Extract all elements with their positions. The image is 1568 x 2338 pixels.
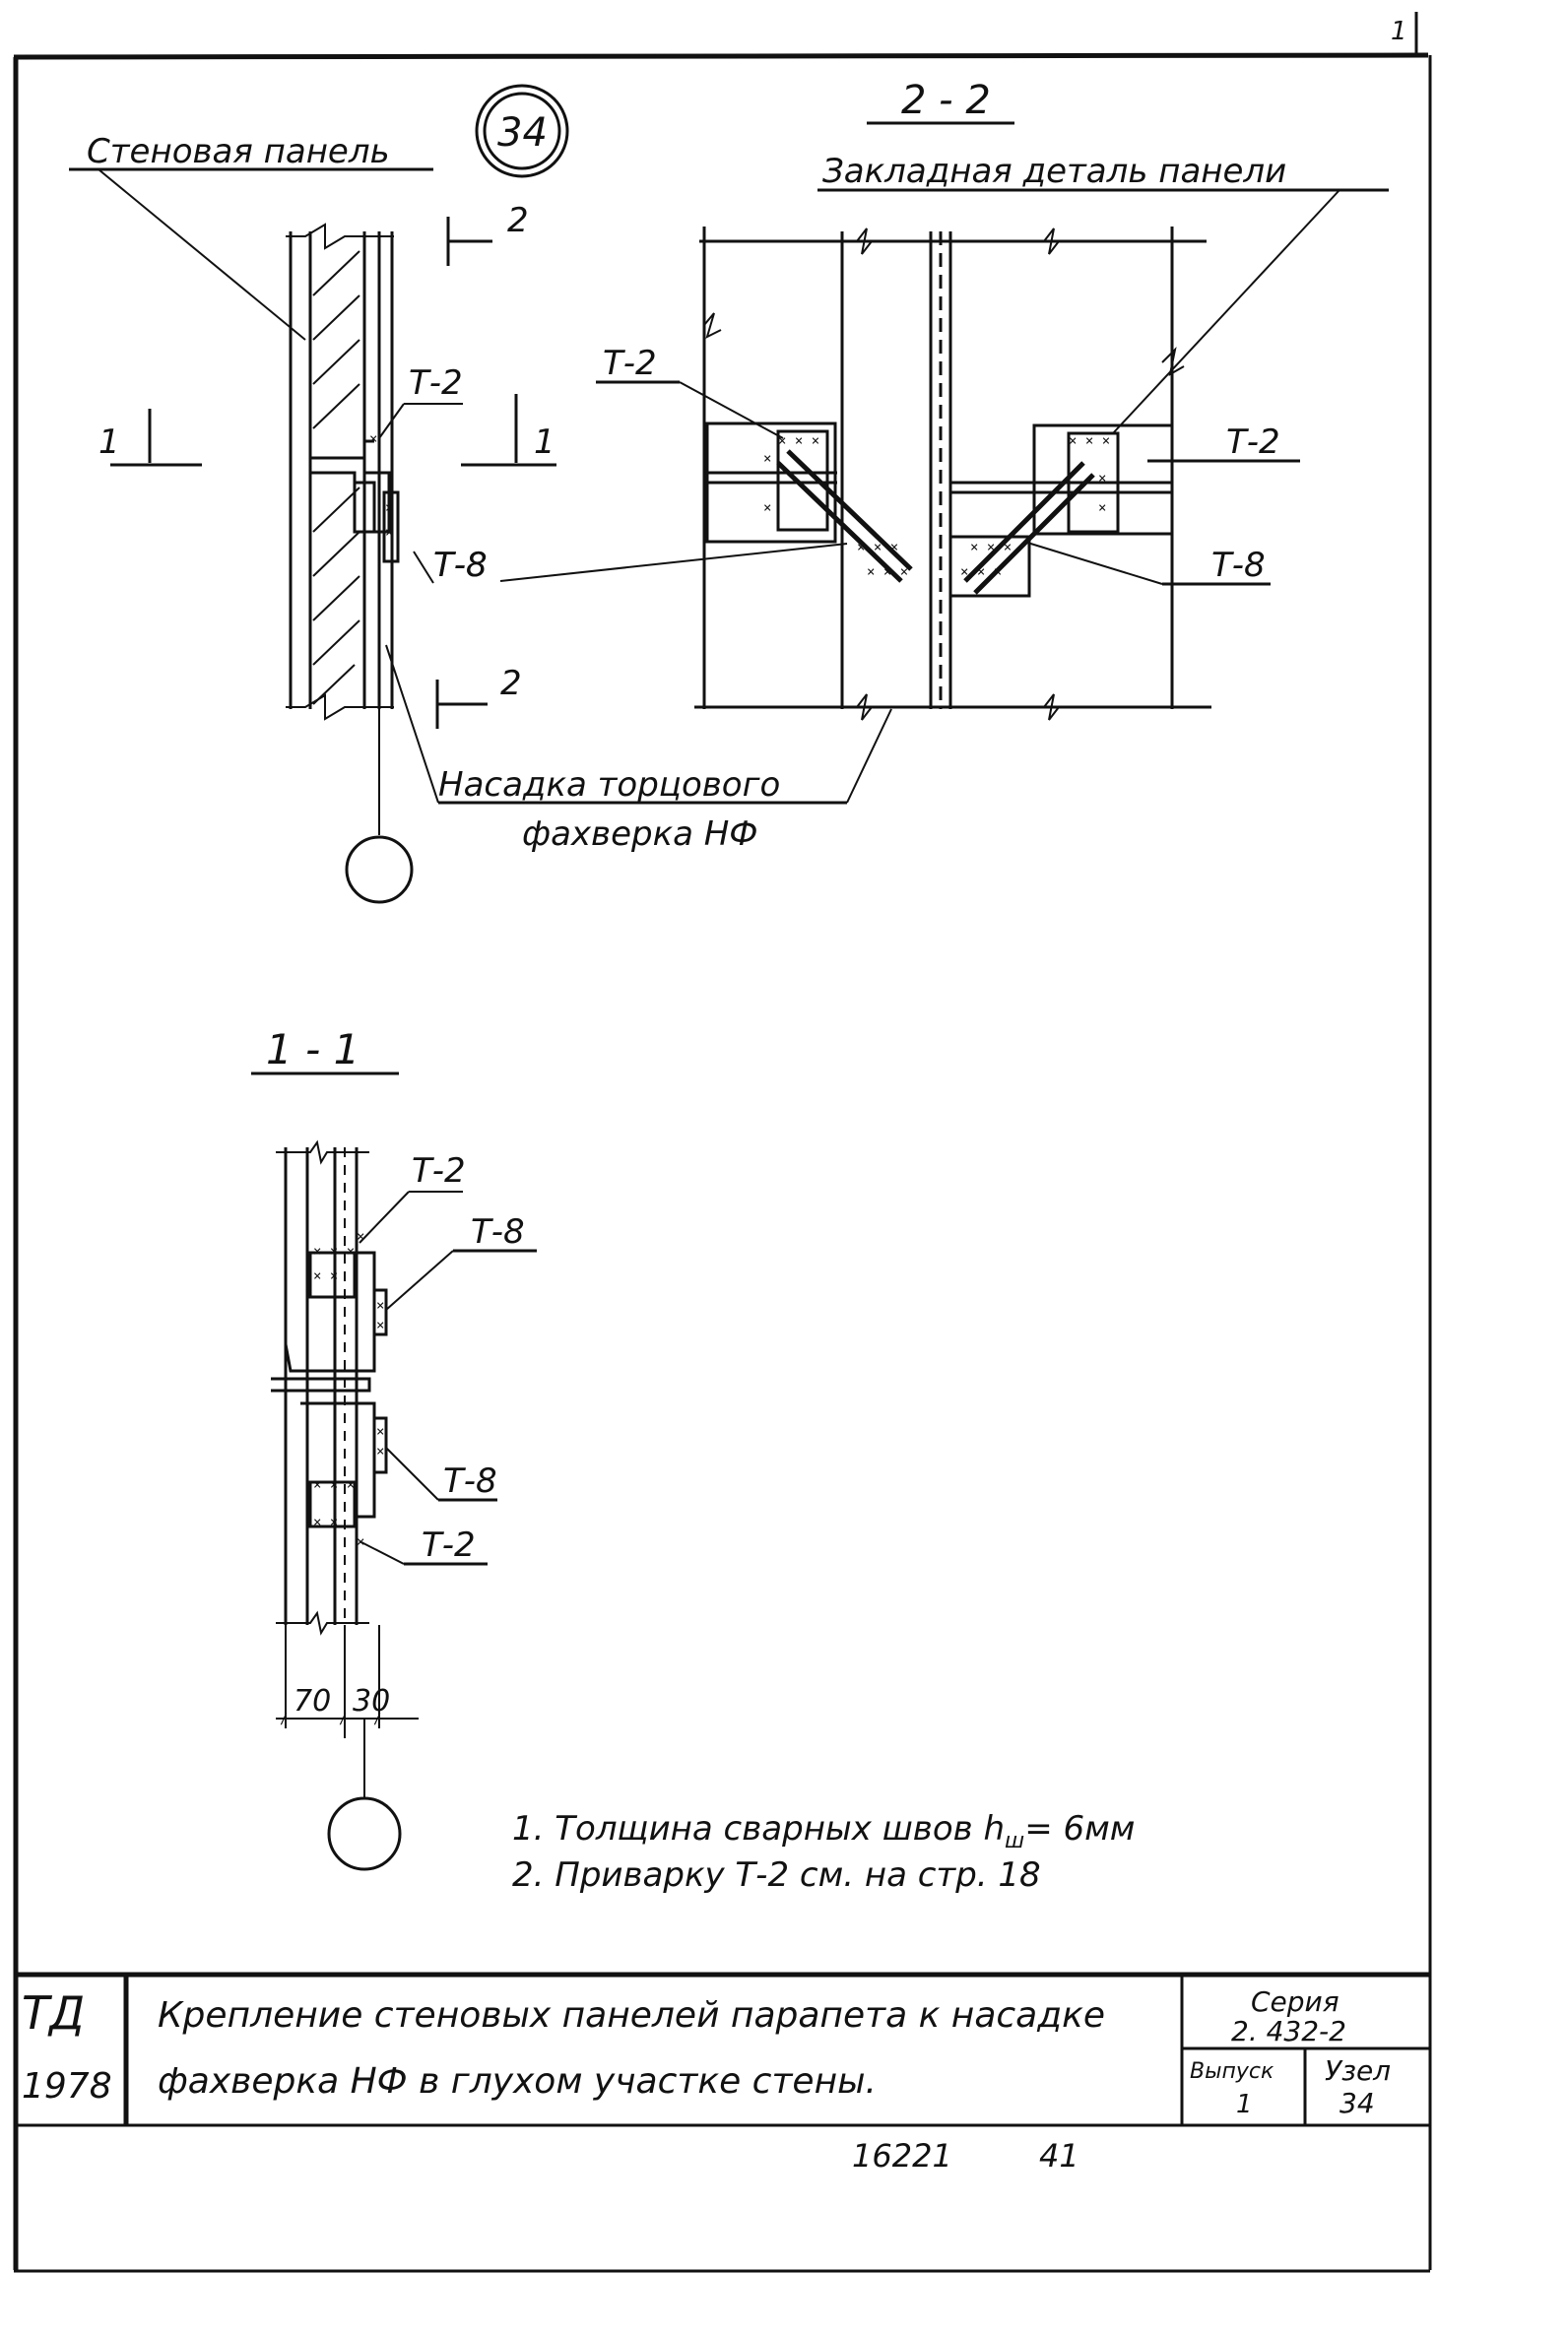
- node-number: 34: [497, 110, 548, 156]
- wall-panel-elevation: Стеновая панель × × ×: [69, 132, 892, 904]
- svg-text:×: ×: [376, 1318, 384, 1333]
- t8-label-1-1-top: Т-8: [471, 1212, 525, 1252]
- svg-text:× × ×: × × ×: [313, 1244, 355, 1260]
- t8-label-2-2-left: Т-8: [433, 546, 488, 585]
- drawing-title-line1: Крепление стеновых панелей парапета к на…: [158, 1995, 1105, 2036]
- section-1-1-title: 1 - 1: [266, 1025, 359, 1073]
- t8-label-1-1-bottom: Т-8: [443, 1461, 497, 1501]
- svg-text:× × ×: × × ×: [960, 564, 1002, 580]
- nozzle-label-line1: Насадка торцового: [438, 765, 780, 805]
- footer-sheet: 41: [1039, 2137, 1079, 2175]
- svg-text:× × ×: × × ×: [970, 540, 1012, 555]
- t2-label-left: Т-2: [409, 363, 463, 403]
- frame-top: [13, 52, 1429, 60]
- svg-text:×: ×: [385, 500, 393, 516]
- svg-text:×: ×: [376, 1444, 384, 1460]
- section-mark-top: 2: [507, 201, 529, 240]
- cut-mark-right: 1: [534, 422, 555, 462]
- title-block: ТД 1978 Крепление стеновых панелей парап…: [14, 1972, 1430, 2127]
- wall-panel-label: Стеновая панель: [87, 132, 390, 171]
- t2-label-2-2-right: Т-2: [1226, 422, 1280, 462]
- org-year: 1978: [22, 2066, 112, 2107]
- section-2-2: 2 - 2 Закладная деталь панели × × × × × …: [433, 78, 1389, 721]
- svg-text:× ×: × ×: [313, 1268, 338, 1284]
- embedded-part-label: Закладная деталь панели: [822, 152, 1286, 191]
- svg-text:/: /: [280, 1712, 288, 1727]
- t2-label-2-2-left: Т-2: [603, 344, 657, 383]
- section-mark-bottom: 2: [500, 664, 522, 703]
- cut-mark-left: 1: [98, 422, 120, 462]
- svg-text:×: ×: [1098, 500, 1106, 516]
- svg-text:× × ×: × × ×: [313, 1477, 355, 1493]
- svg-text:×: ×: [763, 451, 771, 467]
- nozzle-label-line2: фахверка НФ: [522, 814, 758, 854]
- svg-text:× ×: × ×: [313, 1515, 338, 1530]
- t2-label-1-1-top: Т-2: [412, 1151, 466, 1191]
- svg-text:×: ×: [376, 1424, 384, 1440]
- note-1: 1. Толщина сварных швов hш= 6мм: [512, 1809, 1135, 1853]
- issue-value: 1: [1236, 2090, 1253, 2119]
- drawing-title-line2: фахверка НФ в глухом участке стены.: [158, 2061, 877, 2102]
- note-2: 2. Приварку Т-2 см. на стр. 18: [512, 1855, 1041, 1895]
- svg-text:/: /: [373, 1712, 381, 1727]
- t8-label-left: Т-8: [433, 546, 488, 585]
- svg-text:× × ×: × × ×: [1069, 433, 1110, 449]
- footer: 16221 41: [852, 2137, 1079, 2175]
- svg-text:×: ×: [357, 1229, 364, 1245]
- svg-text:/: /: [339, 1712, 347, 1727]
- svg-text:×: ×: [385, 525, 393, 541]
- issue-label: Выпуск: [1190, 2059, 1274, 2084]
- series-value: 2. 432-2: [1231, 2015, 1346, 2047]
- footer-code: 16221: [852, 2137, 952, 2175]
- series-label: Серия: [1251, 1985, 1339, 2018]
- t8-label-2-2-right: Т-8: [1211, 546, 1266, 585]
- svg-text:× × ×: × × ×: [778, 433, 819, 449]
- svg-text:×: ×: [763, 500, 771, 516]
- section-1-1: 1 - 1 × × × × × × × × × × × × × × × × Т-…: [251, 1025, 537, 1871]
- node-label: Узел: [1325, 2054, 1391, 2087]
- t2-label-1-1-bottom: Т-2: [422, 1526, 476, 1565]
- svg-text:× × ×: × × ×: [857, 540, 898, 555]
- svg-text:×: ×: [1098, 471, 1106, 487]
- dim-70: 70: [294, 1684, 331, 1719]
- page-number: 1: [1391, 17, 1407, 46]
- notes: 1. Толщина сварных швов hш= 6мм 2. Прива…: [512, 1809, 1135, 1895]
- node-number-badge: 34: [475, 84, 569, 178]
- org-code: ТД: [22, 1986, 85, 2040]
- svg-text:×: ×: [376, 1298, 384, 1314]
- svg-text:× × ×: × × ×: [867, 564, 908, 580]
- svg-text:×: ×: [369, 431, 377, 447]
- section-2-2-title: 2 - 2: [901, 78, 991, 123]
- dim-30: 30: [353, 1684, 390, 1719]
- node-value: 34: [1339, 2087, 1375, 2119]
